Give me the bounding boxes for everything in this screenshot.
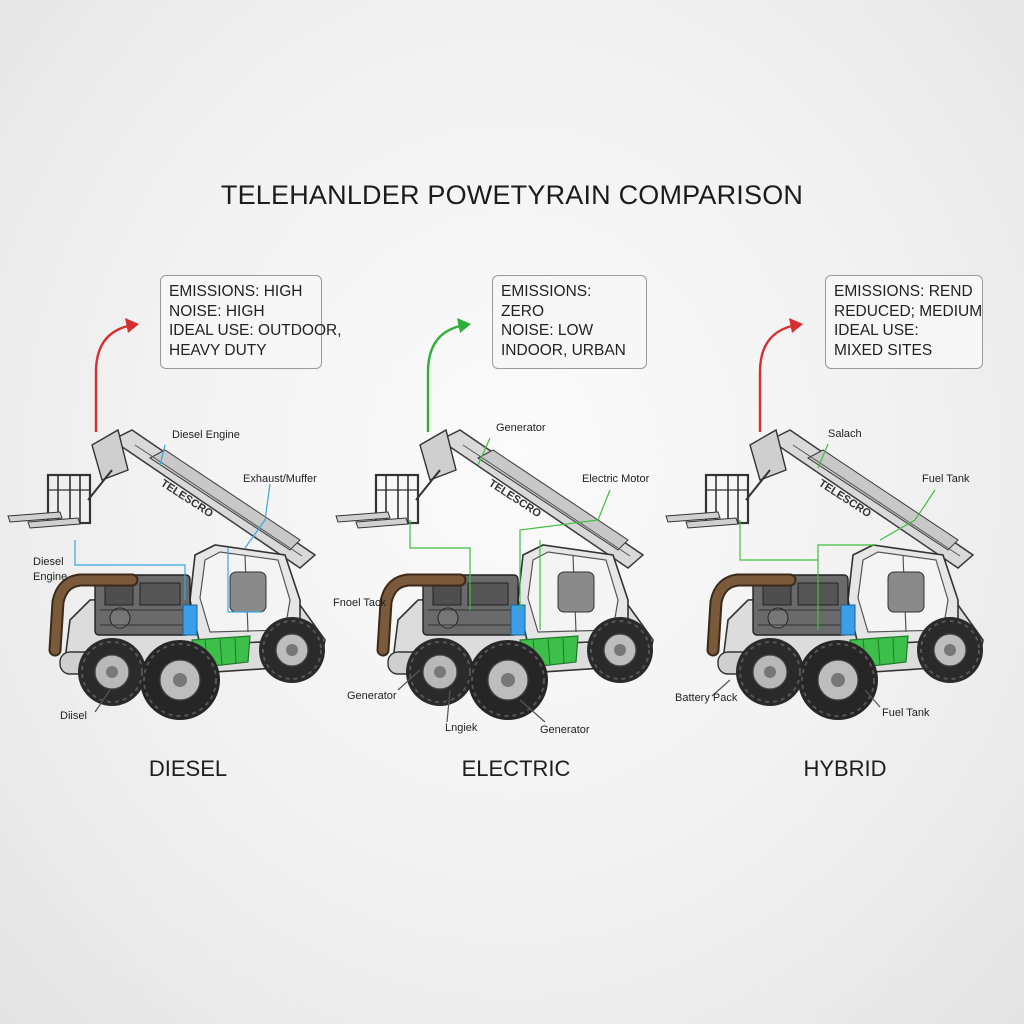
diesel-leaders	[74, 444, 271, 713]
electric-info-line: INDOOR, URBAN	[501, 341, 626, 359]
electric-callout-lngiek: Lngiek	[445, 722, 478, 734]
diesel-info-line: HEAVY DUTY	[169, 341, 267, 359]
electric-callout-electric-motor: Electric Motor	[582, 473, 650, 485]
diesel-info-box: EMISSIONS: HIGH NOISE: HIGH IDEAL USE: O…	[160, 275, 342, 369]
electric-info-box: EMISSIONS: ZERO NOISE: LOW INDOOR, URBAN	[492, 275, 647, 369]
hybrid-callout-fuel-tank-top: Fuel Tank	[922, 473, 970, 485]
hybrid-arrow	[758, 318, 803, 432]
hybrid-label: HYBRID	[803, 756, 887, 781]
diesel-info-line: EMISSIONS: HIGH	[169, 283, 303, 300]
diesel-info-line: NOISE: HIGH	[169, 302, 265, 320]
electric-arrow	[426, 318, 471, 432]
diesel-callout-diesel: Diesel	[33, 556, 64, 568]
hybrid-callout-fuel-tank-bottom: Fuel Tank	[882, 707, 930, 719]
electric-callout-generator-bottom: Generator	[540, 724, 590, 736]
diesel-callout-exhaust: Exhaust/Muffer	[243, 473, 317, 485]
hybrid-info-line: IDEAL USE:	[834, 322, 919, 339]
diesel-arrow	[94, 318, 139, 432]
hybrid-info-line: MIXED SITES	[834, 341, 933, 359]
electric-callout-generator-top: Generator	[496, 422, 546, 434]
electric-leaders	[397, 437, 611, 723]
diesel-callout-diesel-engine: Diesel Engine	[172, 429, 240, 441]
hybrid-leaders	[711, 443, 936, 708]
page-title: TELEHANLDER POWETYRAIN COMPARISON	[220, 180, 804, 210]
electric-info-line: NOISE: LOW	[501, 322, 594, 339]
electric-callout-generator-left: Generator	[347, 690, 397, 702]
electric-label: ELECTRIC	[461, 756, 571, 781]
diesel-callout-diisel: Diisel	[60, 710, 87, 722]
diesel-label: DIESEL	[148, 756, 228, 781]
hybrid-info-box: EMISSIONS: REND REDUCED; MEDIUM IDEAL US…	[825, 275, 983, 369]
hybrid-info-line: EMISSIONS: REND	[834, 283, 973, 300]
electric-info-line: EMISSIONS:	[501, 283, 592, 300]
diesel-callout-engine: Engine	[33, 571, 68, 583]
hybrid-info-line: REDUCED; MEDIUM	[834, 302, 983, 320]
hybrid-callout-battery-pack: Battery Pack	[675, 692, 738, 704]
electric-callout-fnoel-tack: Fnoel Tack	[333, 597, 386, 609]
electric-info-line: ZERO	[501, 302, 545, 320]
diesel-info-line: IDEAL USE: OUTDOOR,	[169, 322, 342, 339]
hybrid-callout-salach: Salach	[828, 428, 862, 440]
